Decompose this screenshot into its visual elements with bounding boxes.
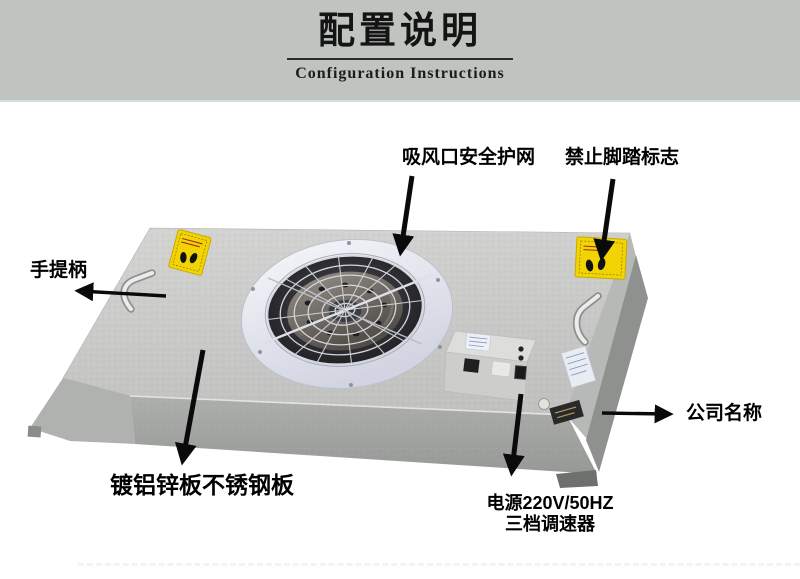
label-power-spec: 电源220V/50HZ 三档调速器 <box>450 493 650 534</box>
label-company-name: 公司名称 <box>686 403 763 424</box>
arrow-no-step <box>593 178 616 262</box>
warning-sticker-right <box>574 236 628 280</box>
arrow-power <box>502 393 525 477</box>
handle-left <box>120 269 156 313</box>
page-title: 配置说明 <box>318 11 482 52</box>
speed-controller-box <box>443 330 537 402</box>
label-intake-safety-guard: 吸风口安全护网 <box>402 147 536 168</box>
label-panel-material: 镀铝锌板不锈钢板 <box>110 472 294 498</box>
warning-sticker-left <box>168 229 212 276</box>
label-no-step-sign: 禁止脚踏标志 <box>565 147 680 168</box>
header: 配置说明 Configuration Instructions <box>0 0 800 102</box>
arrow-intake-guard <box>392 175 415 257</box>
fan-assembly <box>240 238 454 390</box>
company-label-sticker <box>538 398 584 425</box>
label-power-line2: 三档调速器 <box>505 513 595 534</box>
handle-right <box>572 292 602 346</box>
title-divider <box>287 58 513 61</box>
label-handle: 手提柄 <box>30 260 88 281</box>
annotation-arrows <box>74 175 674 477</box>
spec-label-sticker <box>560 345 597 389</box>
page-subtitle: Configuration Instructions <box>295 65 505 83</box>
arrow-handle <box>74 282 167 302</box>
bottom-dashed-divider <box>78 563 800 566</box>
arrow-panel-material <box>174 349 206 466</box>
arrow-company-name <box>601 404 674 424</box>
label-power-line1: 电源220V/50HZ <box>486 493 614 513</box>
